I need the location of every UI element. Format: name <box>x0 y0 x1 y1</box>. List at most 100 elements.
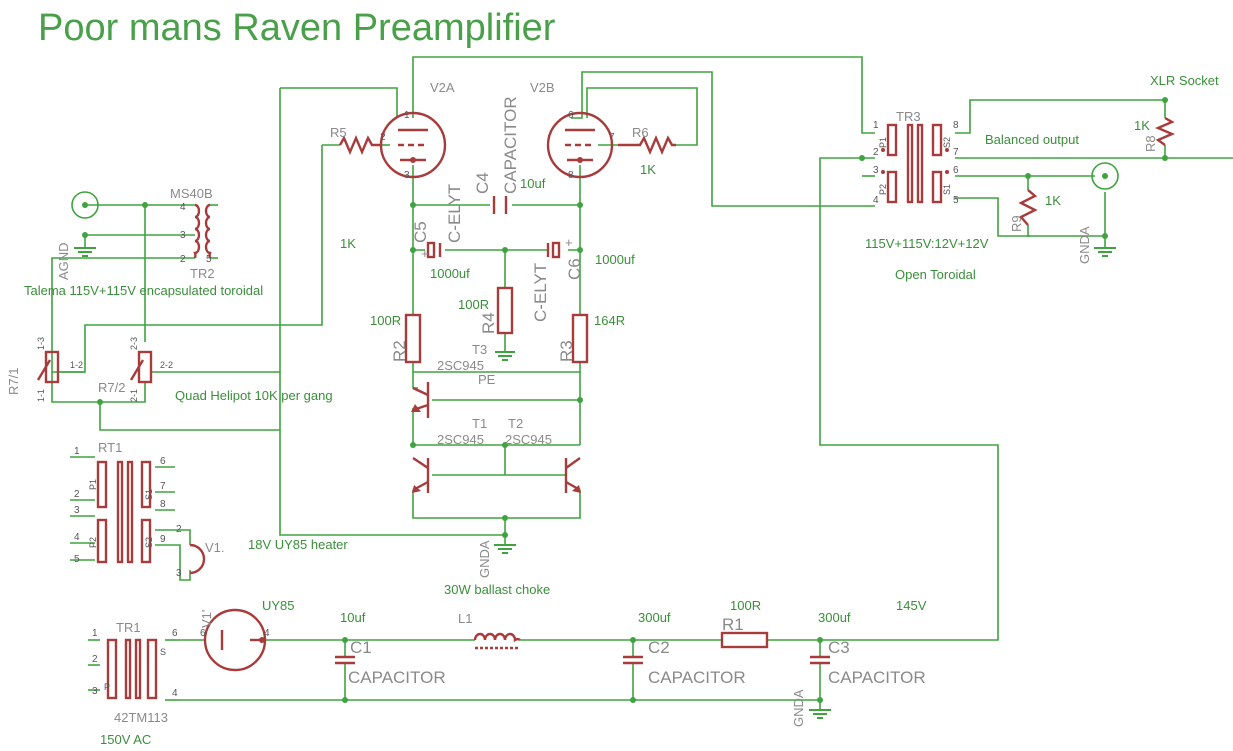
r5-label: R5 <box>330 125 347 140</box>
output-connector <box>1091 162 1119 190</box>
r2-label: R2 <box>390 340 409 362</box>
pot-pin-2-1: 2-1 <box>129 389 139 402</box>
tr3-pin-2: 2 <box>873 147 879 158</box>
c1-label: C1 <box>350 638 372 657</box>
rt1-pin-3: 3 <box>74 505 80 516</box>
tr3-pin-1: 1 <box>873 120 879 131</box>
ground-agnd <box>74 247 96 257</box>
uy85-pin-4: 4 <box>264 628 270 639</box>
choke-note: 30W ballast choke <box>444 582 550 597</box>
tr2-part: MS40B <box>170 186 213 201</box>
c5-label: C5 <box>411 221 430 243</box>
tr3-pin-5: 5 <box>953 195 959 206</box>
tr1-pin-4: 4 <box>172 688 178 699</box>
page-title: Poor mans Raven Preamplifier <box>38 7 556 49</box>
tr1-pin-6: 6 <box>172 628 178 639</box>
tr3-pin-7: 7 <box>953 147 959 158</box>
tr2-pin-4: 4 <box>180 202 186 213</box>
rt1-pin-7: 7 <box>160 481 166 492</box>
resistor-r6 <box>618 134 676 156</box>
transistor-t2 <box>564 457 581 493</box>
tr3-pin-8: 8 <box>953 120 959 131</box>
r1-value: 100R <box>730 598 761 613</box>
c4-value: 10uf <box>520 176 546 191</box>
rt1-coil-s1: S1 <box>144 489 154 500</box>
uy85-label: UY85 <box>262 598 295 613</box>
tr3-coil-p2: P2 <box>878 184 888 195</box>
c2-value: 300uf <box>638 610 671 625</box>
tr2-label: TR2 <box>190 266 215 281</box>
c4-label: C4 <box>473 172 492 194</box>
r6-label: R6 <box>632 125 649 140</box>
v2b-pin-7: 7 <box>609 132 615 143</box>
ground-gnda-psu <box>809 709 831 719</box>
v1-label: V1. <box>205 540 225 555</box>
pe-label: PE <box>478 372 496 387</box>
c4-type: CAPACITOR <box>501 96 520 194</box>
tr3-coil-s2: S2 <box>942 137 952 148</box>
transistor-t3 <box>411 382 430 418</box>
v1p-label: V1' <box>199 610 214 628</box>
resistor-r2 <box>404 313 422 364</box>
c3-value: 300uf <box>818 610 851 625</box>
v2a-pin-3: 3 <box>404 170 410 181</box>
rt1-pin-5: 5 <box>74 554 80 565</box>
input-connector <box>71 191 99 219</box>
capacitor-c1 <box>335 655 355 665</box>
resistor-r9 <box>1018 189 1038 226</box>
v1-pin-3: 3 <box>176 568 182 579</box>
tube-v2b <box>546 111 614 179</box>
r4-label: R4 <box>479 312 498 334</box>
t2-label: T2 <box>508 416 523 431</box>
helipot-note: Quad Helipot 10K per gang <box>175 388 333 403</box>
c1-value: 10uf <box>340 610 366 625</box>
tr3-pin-3: 3 <box>873 165 879 176</box>
hv-note: 145V <box>896 598 927 613</box>
resistor-r3 <box>571 313 589 364</box>
c5-type: C-ELYT <box>445 184 464 243</box>
capacitor-c2 <box>623 655 643 665</box>
transformer-rt1 <box>96 460 152 564</box>
pot-pin-1-3: 1-3 <box>36 337 46 350</box>
balanced-output-note: Balanced output <box>985 132 1079 147</box>
r7-2-label: R7/2 <box>98 380 125 395</box>
pot-pin-1-2: 1-2 <box>70 360 83 370</box>
transformer-tr1 <box>106 638 158 700</box>
pot-r7-1 <box>36 350 60 384</box>
tr1-pin-2: 2 <box>92 654 98 665</box>
resistor-r1 <box>720 631 769 649</box>
v2b-pin-6: 6 <box>568 110 574 121</box>
pot-pin-1-1: 1-1 <box>36 389 46 402</box>
transistor-t1 <box>412 457 430 493</box>
t3-label: T3 <box>472 342 487 357</box>
agnd-label: AGND <box>56 242 71 280</box>
c5-value: 1000uf <box>430 266 470 281</box>
resistor-r5 <box>338 134 380 156</box>
rt1-coil-s2: S2 <box>144 537 154 548</box>
r6-value: 1K <box>640 162 656 177</box>
tr3-coil-s1: S1 <box>942 184 952 195</box>
c6-type: C-ELYT <box>531 263 550 322</box>
capacitor-c3 <box>810 655 830 665</box>
transformer-tr3 <box>881 123 949 204</box>
rt1-label: RT1 <box>98 440 122 455</box>
capacitor-c6 <box>546 241 561 259</box>
open-toroidal-note: Open Toroidal <box>895 267 976 282</box>
t2-part: 2SC945 <box>505 432 552 447</box>
tr2-pin-2: 2 <box>180 254 186 265</box>
tr3-spec-note: 115V+115V:12V+12V <box>865 236 989 251</box>
r3-label: R3 <box>557 340 576 362</box>
xlr-socket-note: XLR Socket <box>1150 73 1219 88</box>
v2b-pin-8: 8 <box>568 170 574 181</box>
uy85-pin-6: 6 <box>200 628 206 639</box>
tube-v1-heater <box>189 543 206 575</box>
c5-plus: + <box>421 246 429 261</box>
rt1-pin-1: 1 <box>74 446 80 457</box>
rt1-pin-6: 6 <box>160 456 166 467</box>
capacitor-c5 <box>426 241 442 259</box>
r2-value: 100R <box>370 313 401 328</box>
v2a-label: V2A <box>430 80 455 95</box>
heater-note: 18V UY85 heater <box>248 537 348 552</box>
tr1-coil-p: P <box>104 682 110 692</box>
